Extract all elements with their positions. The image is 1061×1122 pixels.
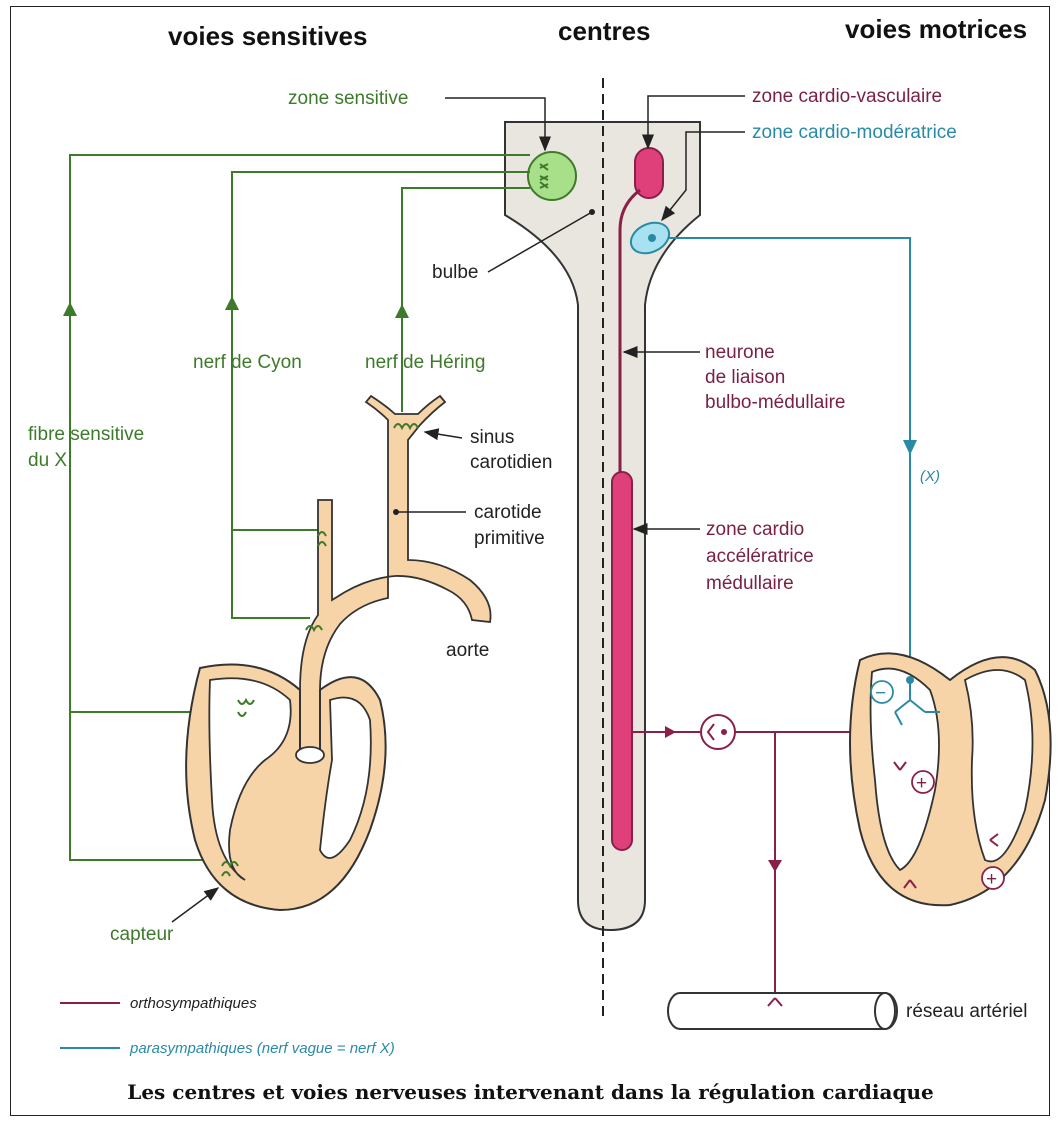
arterial-network — [668, 993, 897, 1029]
plus-sign-1-text: + — [916, 773, 927, 794]
label-carotide-2: primitive — [474, 528, 545, 549]
label-fibre-sensitive-1: fibre sensitive — [28, 424, 144, 445]
label-neurone-2: de liaison — [705, 367, 785, 388]
label-sinus-2: carotidien — [470, 452, 552, 473]
label-zone-cardio-vasculaire: zone cardio-vasculaire — [752, 86, 942, 107]
cardio-accelerating-zone — [612, 472, 632, 850]
label-nerf-cyon: nerf de Cyon — [193, 352, 302, 373]
label-nerf-hering: nerf de Héring — [365, 352, 485, 373]
legend-ortho: orthosympathiques — [130, 995, 257, 1012]
label-neurone-3: bulbo-médullaire — [705, 392, 845, 413]
label-neurone-1: neurone — [705, 342, 775, 363]
sensory-zone — [528, 152, 576, 200]
label-nerf-x-mark: (X) — [920, 468, 940, 485]
label-capteur: capteur — [110, 924, 174, 945]
ganglion — [701, 715, 735, 749]
label-zone-cardio-moderatrice: zone cardio-modératrice — [752, 122, 957, 143]
label-fibre-sensitive-2: du X — [28, 450, 67, 471]
label-reseau-arteriel: réseau artériel — [906, 1001, 1027, 1022]
plus-sign-2-text: + — [986, 869, 997, 890]
label-sinus-1: sinus — [470, 427, 514, 448]
label-aorte: aorte — [446, 640, 489, 661]
vagus-nerve-path — [668, 238, 910, 680]
label-zone-sensitive: zone sensitive — [288, 88, 408, 109]
minus-sign-text: − — [875, 683, 886, 704]
figure-caption: Les centres et voies nerveuses intervena… — [0, 1080, 1061, 1104]
label-zone-acc-1: zone cardio — [706, 519, 804, 540]
label-zone-acc-3: médullaire — [706, 573, 794, 594]
heading-centres: centres — [558, 16, 651, 46]
heading-voies-motrices: voies motrices — [845, 14, 1027, 44]
label-carotide-1: carotide — [474, 502, 542, 523]
legend-para: parasympathiques (nerf vague = nerf X) — [129, 1040, 395, 1057]
heading-voies-sensitives: voies sensitives — [168, 21, 367, 51]
label-zone-acc-2: accélératrice — [706, 546, 814, 567]
label-bulbe: bulbe — [432, 262, 479, 283]
